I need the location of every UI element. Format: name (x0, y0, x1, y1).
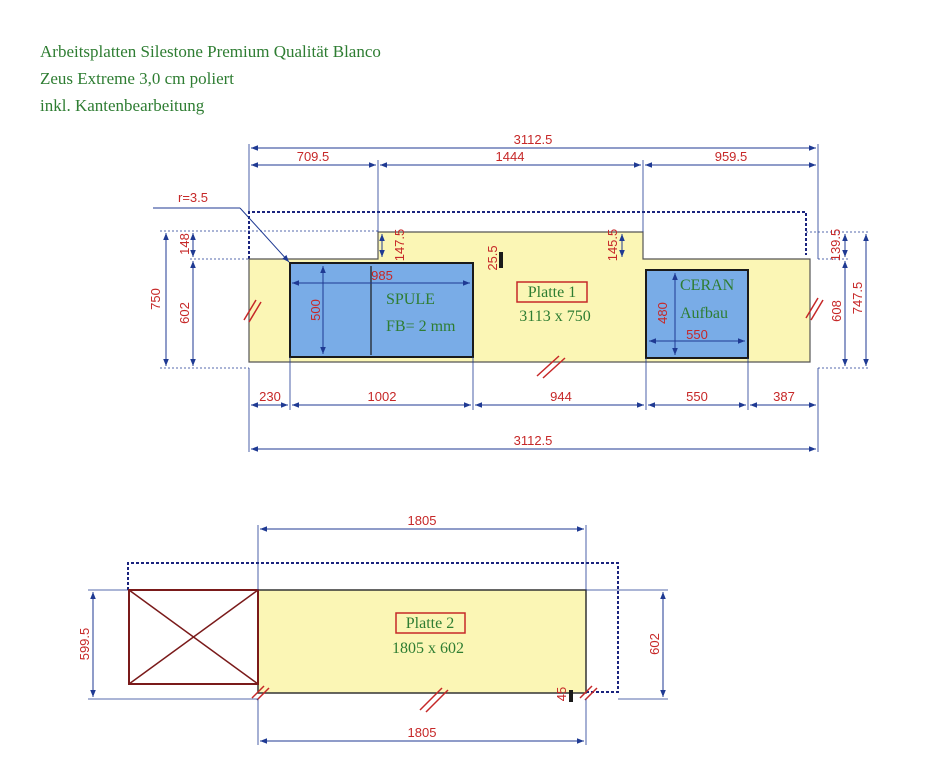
plate-2-slab (257, 589, 587, 694)
edge-mark-bottom (536, 355, 566, 379)
left-overall-label: 750 (148, 288, 163, 310)
sink-height-label: 500 (308, 299, 323, 321)
bottom-seg4-label: 550 (686, 389, 708, 404)
bottom-overall-label: 3112.5 (514, 433, 553, 448)
plate-2-edge-mark-bottom (419, 687, 449, 713)
right-overall-label: 747.5 (850, 282, 865, 315)
hob-height-label: 480 (655, 302, 670, 324)
plate-2-outline (127, 562, 619, 693)
p2-right-label: 602 (647, 633, 662, 655)
right-a-label: 139.5 (828, 229, 843, 262)
bottom-seg2-label: 1002 (368, 389, 397, 404)
step-b-label: 25.5 (485, 245, 500, 270)
plate-2-edge-mark-left (251, 685, 270, 701)
right-b-label: 608 (829, 300, 844, 322)
bottom-seg3-label: 944 (550, 389, 572, 404)
bottom-seg5-label: 387 (773, 389, 795, 404)
header-line-3: inkl. Kantenbearbeitung (40, 96, 205, 115)
hob-width-label: 550 (686, 327, 708, 342)
header-line-1: Arbeitsplatten Silestone Premium Qualitä… (40, 42, 381, 61)
header-text: Arbeitsplatten Silestone Premium Qualitä… (40, 38, 381, 119)
plate-2-size: 1805 x 602 (392, 640, 464, 657)
edge-mark-right (805, 297, 824, 321)
top-seg3-label: 959.5 (715, 149, 748, 164)
plate-1-title: Platte 1 (528, 284, 576, 301)
bottom-seg1-label: 230 (259, 389, 281, 404)
step-a-label: 147.5 (392, 229, 407, 262)
plate-1-size: 3113 x 750 (519, 308, 590, 325)
plate-2: Platte 2 1805 x 602 45 1805 599.5 602 18… (77, 513, 668, 745)
plate-2-title: Platte 2 (406, 615, 454, 632)
header-line-2: Zeus Extreme 3,0 cm poliert (40, 69, 235, 88)
p2-top-label: 1805 (408, 513, 437, 528)
plate-1: 985 500 SPULE FB= 2 mm 550 480 CERAN Auf… (148, 132, 870, 452)
plate-2-edge-mark-right (579, 685, 598, 701)
p2-left-label: 599.5 (77, 628, 92, 661)
plate-2-blocked-area (128, 589, 259, 685)
top-seg2-label: 1444 (496, 149, 525, 164)
plate-1-title-box (516, 281, 588, 303)
step-marker (499, 252, 503, 268)
radius-pointer-diag (239, 207, 290, 263)
plate-2-corner-marker (569, 690, 573, 702)
hob-label: CERAN (680, 277, 735, 294)
edge-mark-left (243, 299, 262, 323)
plate-2-title-box (395, 612, 466, 634)
radius-label: r=3.5 (178, 190, 208, 205)
plate-2-corner-label: 45 (554, 687, 569, 701)
hob-sub-label: Aufbau (680, 305, 728, 322)
p2-bottom-label: 1805 (408, 725, 437, 740)
sink-sub-label: FB= 2 mm (386, 318, 456, 335)
left-lower-label: 602 (177, 302, 192, 324)
plate-1-upper-outline (248, 211, 807, 259)
step-c-label: 145.5 (605, 229, 620, 262)
top-seg1-label: 709.5 (297, 149, 330, 164)
sink-label: SPULE (386, 291, 435, 308)
top-overall-label: 3112.5 (514, 132, 553, 147)
sink-width-label: 985 (371, 268, 393, 283)
left-upper-label: 148 (177, 233, 192, 255)
